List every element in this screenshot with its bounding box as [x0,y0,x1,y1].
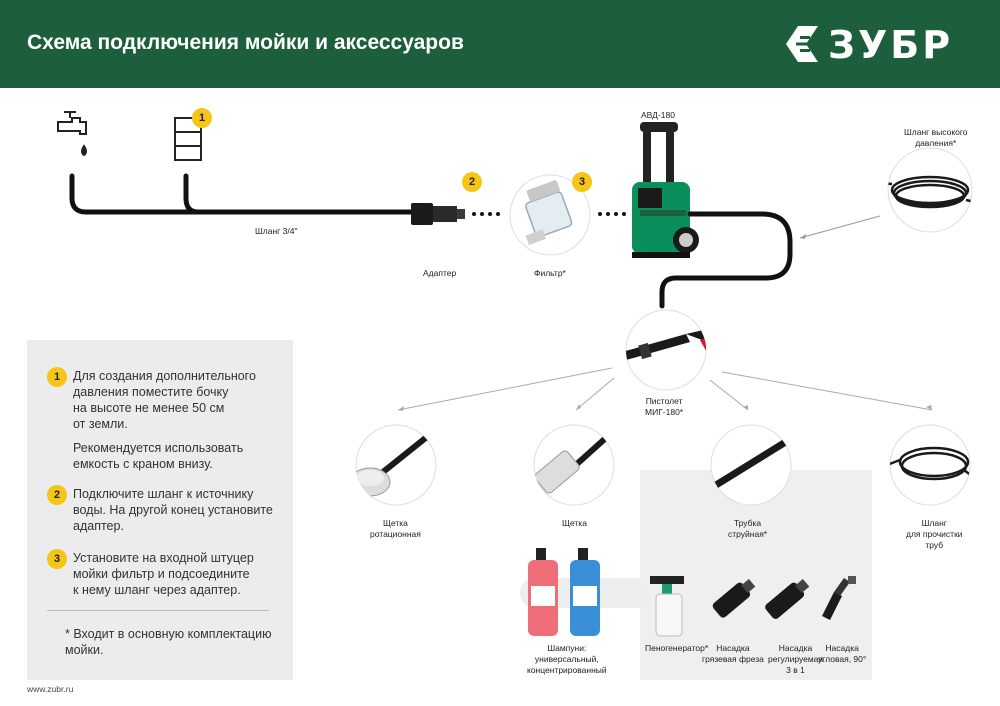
step-3-text: Установите на входной штуцер мойки фильт… [73,551,254,597]
filter-icon [510,175,590,255]
step-2-text: Подключите шланг к источнику воды. На др… [73,487,273,533]
garden-hose [69,173,414,215]
badge-1: 1 [192,108,212,128]
page-title: Схема подключения мойки и аксессуаров [27,31,464,54]
accessory-arrow-heads [398,404,932,411]
nozzle-dirt-icon [712,578,756,618]
spray-gun-icon [626,328,706,364]
arrow-head-icon [800,234,806,239]
hp-hose-arrow [799,215,881,239]
pipe-cleaning-hose-icon [890,446,970,481]
label-hp-hose: Шланг высокого давления* [904,127,968,148]
filter-frame [509,174,591,256]
step-1-text: Для создания дополнительного давления по… [73,369,256,431]
label-brush: Щетка [562,518,587,528]
adapter-icon [411,203,465,225]
dotted-connector [472,212,626,216]
step-2: 2 Подключите шланг к источнику воды. На … [47,485,273,534]
panel-divider [47,610,269,611]
label-foam-generator: Пеногенератор* [645,643,709,653]
logo-speed-icon [786,26,818,62]
step-1-badge: 1 [47,367,67,387]
label-nozzle-adjustable: Насадка регулируемая 3 в 1 [768,643,824,675]
hp-hose-frame [887,147,973,233]
high-pressure-hose-icon [888,175,972,209]
footnote: * Входит в основную комплектацию мойки. [65,627,272,657]
label-rotating-brush: Щетка ротационная [370,518,421,539]
instructions-panel: 1 Для создания дополнительного давления … [27,340,293,680]
pressure-washer-icon [632,122,699,258]
label-shampoo: Шампуни: универсальный, концентрированны… [527,643,607,675]
nozzle-angle-icon [822,576,856,620]
label-washer: АВД-180 [641,110,675,120]
foam-generator-icon [650,576,684,637]
water-barrel-icon [174,117,202,161]
accessory-arrows [397,367,933,411]
step-1-text-2: Рекомендуется использовать емкость с кра… [73,441,244,471]
label-pipe-hose: Шланг для прочистки труб [906,518,963,550]
badge-3: 3 [572,172,592,192]
nozzle-adjustable-icon [765,578,810,619]
brand-logo: ЗУБР [778,22,978,67]
washer-to-gun-hose [659,211,793,309]
label-filter: Фильтр* [534,268,566,278]
label-gun: Пистолет МИГ-180* [645,396,684,417]
badge-2: 2 [462,172,482,192]
label-hose: Шланг 3/4" [255,226,298,236]
label-nozzle-dirt: Насадка грязевая фреза [702,643,764,664]
step-2-badge: 2 [47,485,67,505]
footer-url[interactable]: www.zubr.ru [27,684,74,694]
brush-icon [534,433,611,494]
step-3: 3 Установите на входной штуцер мойки фил… [47,549,254,598]
label-nozzle-angle: Насадка угловая, 90° [818,643,867,664]
water-tap-icon [57,111,87,157]
brand-name: ЗУБР [828,23,954,67]
shampoo-bottles-icon [520,548,650,636]
label-lance: Трубка струйная* [728,518,768,539]
step-1: 1 Для создания дополнительного давления … [47,367,256,472]
step-3-badge: 3 [47,549,67,569]
header-bar: Схема подключения мойки и аксессуаров ЗУ… [0,0,1000,88]
label-adapter: Адаптер [423,268,457,278]
